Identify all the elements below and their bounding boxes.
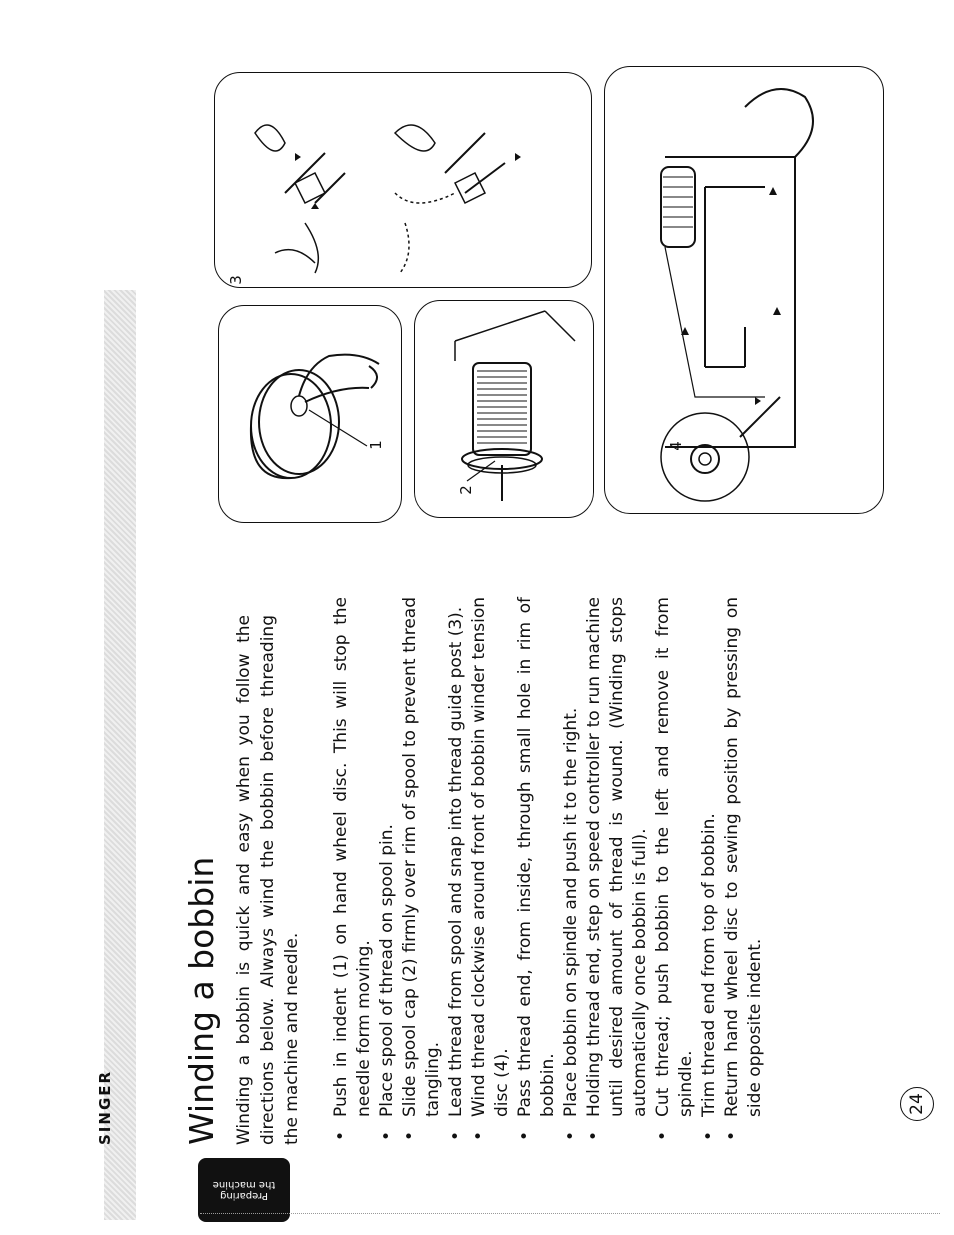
list-item: • Trim thread end from top of bobbin. — [698, 597, 721, 1145]
spool-cap-icon — [454, 310, 576, 501]
section-tab-label: Preparing the machine — [212, 1179, 276, 1201]
hand-wheel-icon — [249, 353, 380, 480]
list-item: • Push in indent (1) on hand wheel disc. … — [330, 597, 376, 1145]
list-item: • Slide spool cap (2) firmly over rim of … — [399, 597, 445, 1145]
brand-text: SINGER — [96, 1069, 114, 1145]
bullet: • — [699, 1130, 719, 1141]
figure-hand-wheel-panel: 1 — [218, 305, 402, 523]
bullet: • — [515, 1130, 535, 1141]
step-text: Push in indent (1) on hand wheel disc. T… — [331, 597, 374, 1117]
figure-thread-guide-panel: 3 — [214, 72, 592, 288]
step-text: Lead thread from spool and snap into thr… — [446, 606, 466, 1117]
bullet: • — [584, 1130, 604, 1141]
step-text: Trim thread end from top of bobbin. — [699, 813, 719, 1117]
step-text: Return hand wheel disc to sewing positio… — [722, 597, 765, 1117]
bullet: • — [446, 1130, 466, 1141]
step-text: Cut thread; push bobbin to the left and … — [653, 597, 696, 1117]
section-tab: Preparing the machine — [198, 1158, 290, 1222]
list-item: • Pass thread end, from inside, through s… — [514, 597, 560, 1145]
step-text: Place bobbin on spindle and push it to t… — [561, 707, 581, 1117]
bullet: • — [722, 1130, 742, 1141]
figure-spool-panel: 2 — [414, 300, 594, 518]
bullet: • — [331, 1130, 351, 1141]
figure-label-3: 3 — [226, 275, 245, 285]
list-item: • Place spool of thread on spool pin. — [376, 597, 399, 1145]
list-item: • Wind thread clockwise around front of b… — [468, 597, 514, 1145]
page-number-text: 24 — [907, 1093, 927, 1115]
step-text: Holding thread end, step on speed contro… — [584, 597, 650, 1117]
bullet: • — [400, 1130, 420, 1141]
figure-label-2: 2 — [456, 485, 475, 495]
step-text: Slide spool cap (2) firmly over rim of s… — [400, 597, 443, 1117]
list-item: • Return hand wheel disc to sewing positi… — [721, 597, 767, 1145]
intro-paragraph: Winding a bobbin is quick and easy when … — [234, 615, 302, 1145]
shaded-margin-strip — [104, 290, 136, 1220]
list-item: • Lead thread from spool and snap into th… — [445, 597, 468, 1145]
figure-machine-panel: 4 — [604, 66, 884, 514]
bullet: • — [561, 1130, 581, 1141]
page-number: 24 — [900, 1087, 934, 1121]
page-title: Winding a bobbin — [182, 856, 221, 1145]
step-text: Wind thread clockwise around front of bo… — [469, 597, 512, 1117]
list-item: • Holding thread end, step on speed contr… — [583, 597, 652, 1145]
step-text: Pass thread end, from inside, through sm… — [515, 597, 558, 1117]
bullet: • — [377, 1130, 397, 1141]
figure-label-4: 4 — [666, 441, 685, 451]
bottom-divider — [200, 1213, 940, 1214]
bullet: • — [469, 1130, 489, 1141]
list-item: • Cut thread; push bobbin to the left and… — [652, 597, 698, 1145]
steps-list: • Push in indent (1) on hand wheel disc. … — [330, 597, 767, 1145]
instructions-block: Winding a bobbin Winding a bobbin is qui… — [180, 585, 780, 1145]
step-text: Place spool of thread on spool pin. — [377, 824, 397, 1117]
figure-label-1: 1 — [366, 440, 385, 450]
bullet: • — [653, 1130, 673, 1141]
thread-guide-icon — [254, 124, 521, 274]
list-item: • Place bobbin on spindle and push it to … — [560, 597, 583, 1145]
machine-bobbin-winder-icon — [660, 88, 814, 502]
